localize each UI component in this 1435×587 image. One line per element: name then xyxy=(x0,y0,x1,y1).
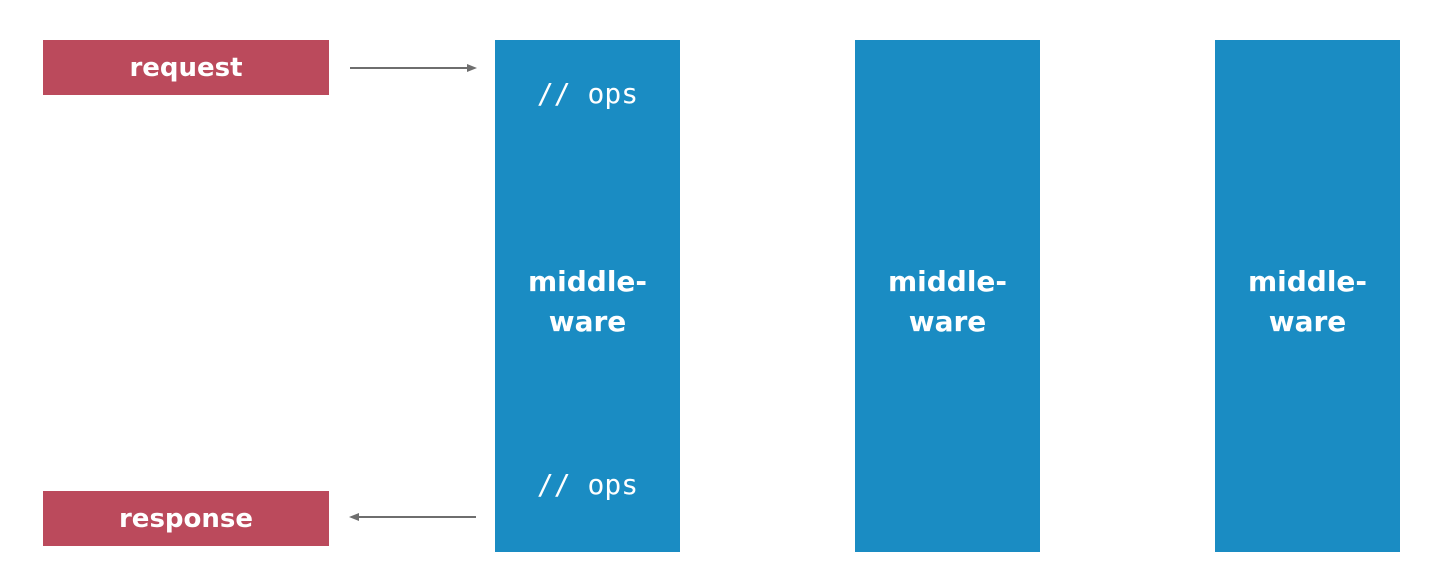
request-label: request xyxy=(129,52,243,83)
middleware-title-line2: ware xyxy=(548,305,627,338)
middleware-title-1: middle- ware xyxy=(495,262,680,342)
middleware-box-3: middle- ware xyxy=(1215,40,1400,552)
response-arrow-head xyxy=(349,513,359,521)
middleware-title-2: middle- ware xyxy=(855,262,1040,342)
middleware-title-line2: ware xyxy=(1268,305,1347,338)
ops-comment-bottom: // ops xyxy=(536,468,639,501)
middleware-title-line1: middle- xyxy=(887,265,1008,298)
response-box: response xyxy=(43,491,329,546)
middleware-box-2: middle- ware xyxy=(855,40,1040,552)
middleware-title-3: middle- ware xyxy=(1215,262,1400,342)
response-label: response xyxy=(118,503,254,534)
middleware-title-line2: ware xyxy=(908,305,987,338)
request-arrow xyxy=(350,64,477,72)
response-arrow xyxy=(349,513,476,521)
middleware-box-1: // ops middle- ware // ops xyxy=(495,40,680,552)
request-box: request xyxy=(43,40,329,95)
middleware-title-line1: middle- xyxy=(527,265,648,298)
ops-comment-top: // ops xyxy=(536,77,639,110)
request-arrow-head xyxy=(467,64,477,72)
middleware-title-line1: middle- xyxy=(1247,265,1368,298)
